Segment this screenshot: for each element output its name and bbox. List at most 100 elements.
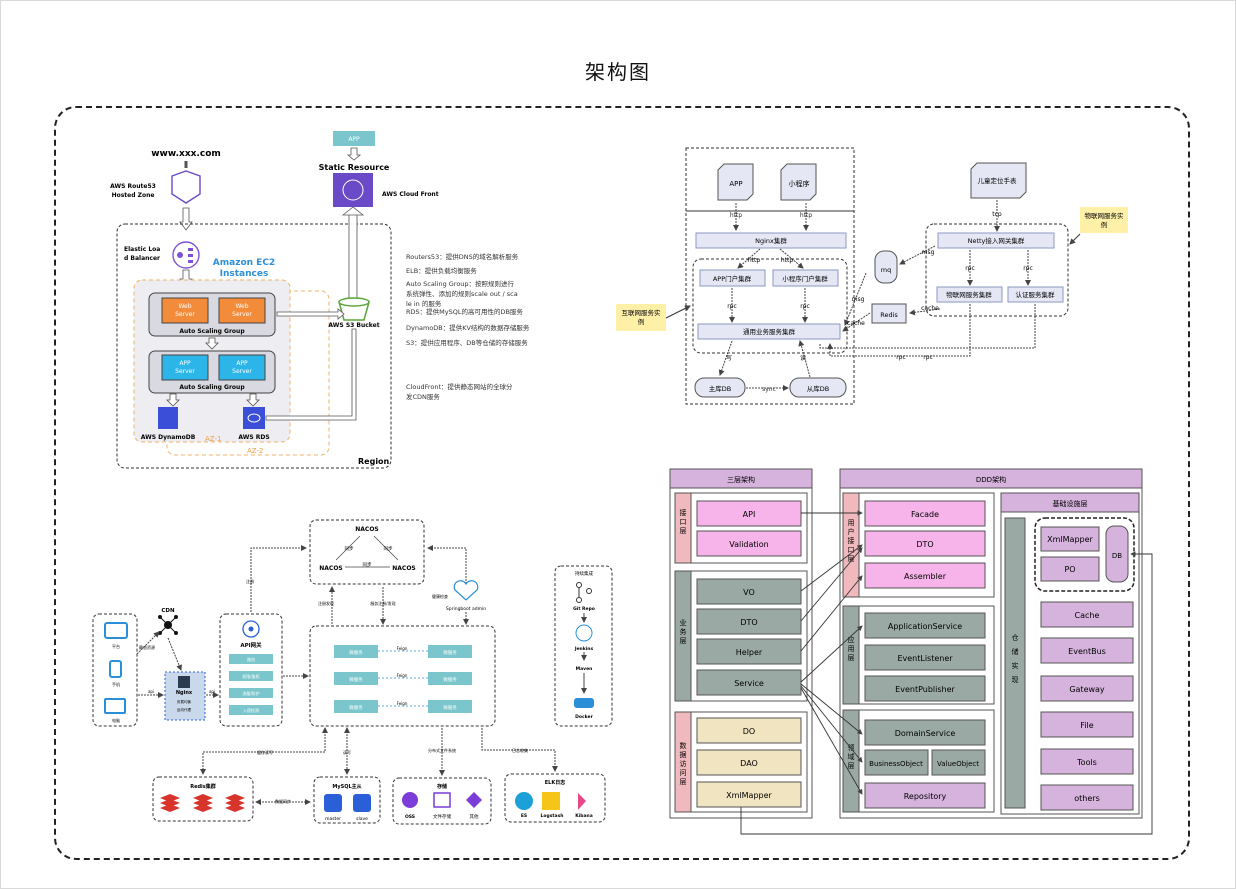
web-server-2 (218, 297, 266, 324)
svg-text:手机: 手机 (112, 681, 120, 687)
arch-outer-box (685, 147, 855, 405)
svg-text:微服务: 微服务 (349, 649, 363, 656)
svg-text:api: api (148, 689, 154, 694)
po-box (1040, 556, 1100, 582)
web-server-1 (161, 297, 209, 324)
rds-label: AWS RDS (238, 434, 269, 441)
other-storage-icon (466, 792, 482, 808)
svg-text:儿童定位手表: 儿童定位手表 (978, 176, 1018, 185)
vo-box (696, 578, 802, 605)
svg-text:服务注册/发现: 服务注册/发现 (370, 600, 395, 606)
svg-text:Nginx: Nginx (176, 690, 193, 696)
svg-text:其他: 其他 (470, 813, 479, 820)
svg-text:NACOS: NACOS (355, 526, 379, 533)
others-box (1040, 784, 1134, 811)
validation-box (696, 530, 802, 557)
app-server-2 (218, 354, 266, 381)
business-object-box (864, 749, 929, 776)
svg-text:http: http (781, 257, 794, 264)
auth-service-cluster (1007, 286, 1064, 303)
svg-text:MySQL主从: MySQL主从 (332, 783, 361, 790)
svg-text:Kibana: Kibana (575, 813, 593, 819)
svg-text:Netty接入网关集群: Netty接入网关集群 (968, 236, 1025, 245)
svg-text:API: API (743, 510, 756, 519)
tools-box (1040, 748, 1134, 775)
eventbus-box (1040, 637, 1134, 664)
iot-cluster-box (925, 223, 1069, 317)
assembler-box (864, 562, 986, 589)
file-storage-icon (433, 792, 451, 808)
svg-text:仓储实现: 仓储实现 (1012, 633, 1019, 684)
svg-text:反向代理: 反向代理 (177, 707, 191, 712)
infra-xmlmapper-box (1040, 526, 1100, 552)
route53-icon (171, 170, 201, 204)
dao-box (696, 749, 802, 776)
svg-text:注册: 注册 (246, 578, 254, 584)
svg-text:ELK日志: ELK日志 (545, 779, 565, 786)
nacos-cluster-box (309, 519, 425, 585)
outer-frame (54, 106, 1190, 860)
page-title: 架构图 (585, 60, 651, 84)
svg-text:Logstash: Logstash (541, 813, 564, 819)
s3-label: AWS S3 Bucket (328, 322, 379, 329)
nginx-icon (178, 676, 190, 688)
svg-text:Maven: Maven (576, 666, 593, 672)
svg-text:缓存读写: 缓存读写 (257, 749, 273, 755)
svg-text:同步: 同步 (384, 546, 393, 552)
aws-app-box (333, 131, 375, 146)
facade-box (864, 500, 986, 527)
svg-text:数据同步: 数据同步 (275, 798, 291, 804)
svg-text:DTO: DTO (740, 618, 757, 627)
svg-text:DAO: DAO (740, 759, 758, 768)
jenkins-icon (575, 624, 593, 642)
svg-text:电脑: 电脑 (112, 717, 120, 723)
dynamodb-label: AWS DynamoDB (141, 434, 196, 441)
asg-label-2: Auto Scaling Group (179, 384, 245, 391)
svg-text:Cache: Cache (1075, 611, 1100, 620)
svg-text:业务层: 业务层 (680, 618, 687, 645)
svg-text:数据访问层: 数据访问层 (680, 741, 687, 786)
redis-box (871, 303, 907, 324)
service-grid: 微服务 微服务 微服务 微服务 微服务 微服务 Feign Feign Feig… (334, 645, 472, 713)
master-db (694, 377, 746, 398)
svg-text:Redis集群: Redis集群 (190, 783, 216, 790)
svg-text:ES: ES (521, 813, 527, 819)
app-cube (717, 163, 754, 201)
svg-text:cache: cache (847, 320, 865, 327)
micro-section: NACOS NACOS NACOS 同步 同步 同步 微服务 微服务 微服务 微… (92, 519, 613, 825)
svg-text:msg: msg (852, 296, 865, 303)
svg-text:微服务: 微服务 (443, 704, 457, 711)
svg-text:应用层: 应用层 (848, 635, 855, 662)
svg-text:rpc: rpc (965, 265, 975, 272)
api-gateway-icon (242, 620, 260, 638)
service-1 (334, 645, 378, 658)
svg-text:物联网服务实例: 物联网服务实例 (1085, 211, 1125, 229)
svg-text:小程序门户集群: 小程序门户集群 (782, 274, 828, 283)
domain-service-box (864, 719, 986, 746)
svg-text:微服务: 微服务 (349, 676, 363, 683)
svg-text:读: 读 (800, 354, 806, 362)
arch-section: APP 小程序 http http Nginx集群 APP门户集群 小程序门户集… (616, 147, 1128, 405)
svg-text:用户接口层: 用户接口层 (848, 519, 855, 563)
svg-text:接口层: 接口层 (680, 508, 687, 535)
svg-text:NACOS: NACOS (392, 565, 416, 572)
app-server-1 (161, 354, 209, 381)
svg-text:入侵检测: 入侵检测 (243, 707, 259, 713)
iot-note (1080, 207, 1128, 233)
springboot-icon (453, 580, 479, 601)
kibana-icon (578, 793, 586, 810)
svg-text:OSS: OSS (405, 814, 415, 820)
static-resource-label: Static Resource (319, 163, 390, 172)
pc-icon (104, 622, 128, 639)
service-cluster-box (692, 258, 848, 354)
svg-text:rpc: rpc (923, 354, 933, 361)
svg-text:Validation: Validation (729, 540, 769, 549)
svg-text:Redis: Redis (880, 311, 898, 319)
svg-text:Nginx集群: Nginx集群 (755, 236, 787, 245)
mysql-master-icon (324, 794, 342, 812)
svg-text:PO: PO (1064, 565, 1075, 574)
svg-text:负载均衡: 负载均衡 (177, 699, 191, 704)
svg-text:Git Repo: Git Repo (573, 606, 595, 612)
svg-text:BusinessObject: BusinessObject (869, 760, 923, 768)
